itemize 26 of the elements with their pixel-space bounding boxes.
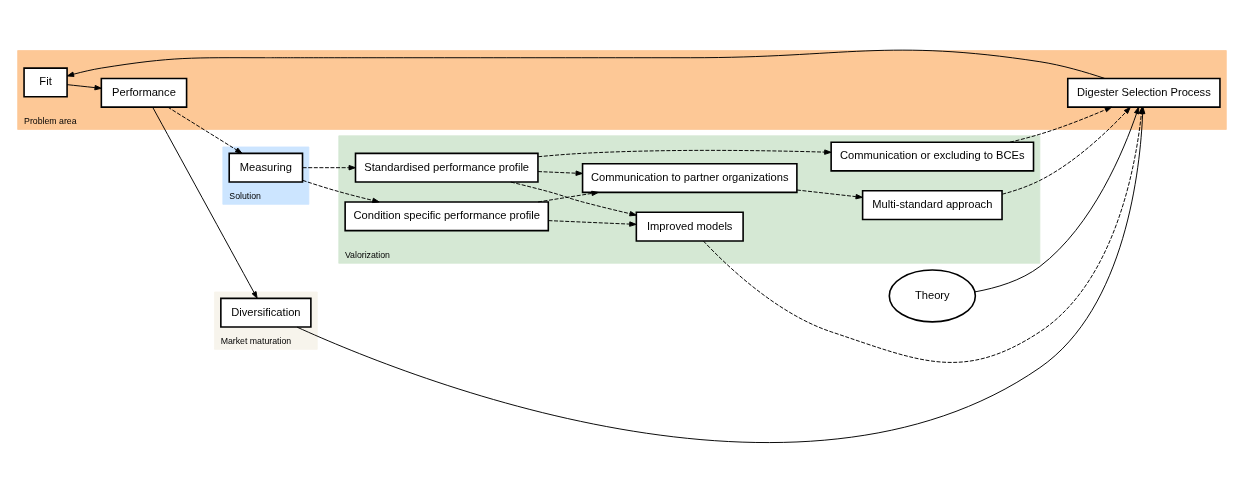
node-ellipse: Theory — [888, 268, 977, 323]
arrow — [796, 189, 863, 199]
arrow — [537, 170, 583, 176]
node-box: Communication to partner organizations — [581, 162, 798, 193]
node-box: Standardised performance profile — [354, 152, 539, 183]
arrow — [1001, 106, 1131, 195]
node-box: Communication or excluding to BCEs — [830, 140, 1035, 172]
arrow — [152, 106, 258, 299]
node-box: Condition specific performance profile — [344, 200, 550, 231]
arrow — [510, 181, 637, 216]
node-box: Digester Selection Process — [1066, 77, 1221, 108]
node-box: Diversification — [220, 297, 312, 328]
arrow — [537, 190, 599, 202]
node-box: Multi-standard approach — [861, 189, 1003, 220]
node-box: Improved models — [635, 211, 744, 242]
arrow — [66, 49, 1106, 79]
node-box: Measuring — [228, 152, 304, 183]
arrow — [537, 148, 832, 157]
arrow — [66, 83, 102, 90]
arrow — [548, 219, 637, 227]
node-box: Fit — [23, 66, 68, 98]
arrow — [302, 179, 380, 203]
arrow — [167, 106, 243, 154]
node-box: Performance — [100, 77, 188, 108]
arrow — [974, 106, 1140, 292]
arrow — [302, 164, 356, 170]
